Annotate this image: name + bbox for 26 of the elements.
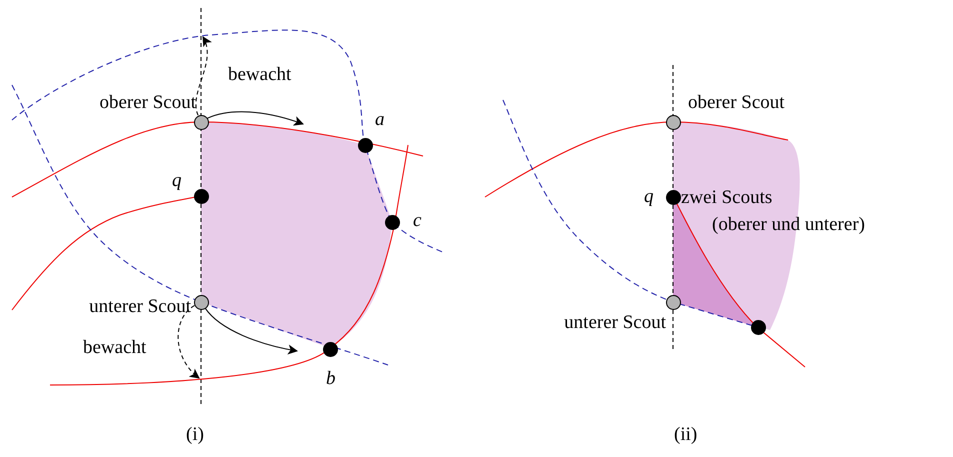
point-label: c bbox=[413, 211, 422, 230]
panel-label: (ii) bbox=[674, 425, 698, 444]
point-label: q bbox=[644, 187, 654, 206]
edge-label: bewacht bbox=[228, 65, 292, 84]
arrow bbox=[206, 111, 304, 126]
scout-point bbox=[194, 114, 208, 130]
point bbox=[358, 138, 372, 152]
arrow bbox=[195, 36, 212, 116]
scout-label: zwei Scouts bbox=[681, 188, 772, 207]
scout-label: (oberer und unterer) bbox=[712, 215, 865, 234]
point bbox=[194, 188, 208, 204]
point-label: q bbox=[172, 171, 182, 190]
scout-label: unterer Scout bbox=[564, 313, 666, 332]
point bbox=[666, 190, 680, 204]
scout-point bbox=[666, 114, 680, 130]
point-label: b bbox=[326, 369, 336, 388]
point-label: a bbox=[375, 110, 384, 129]
scout-label: oberer Scout bbox=[99, 93, 196, 112]
arrow bbox=[178, 305, 200, 379]
edge-label: bewacht bbox=[83, 338, 146, 357]
scout-label: oberer Scout bbox=[688, 93, 785, 112]
scout-point bbox=[666, 294, 680, 310]
scout-label: unterer Scout bbox=[89, 297, 191, 316]
scout-point bbox=[194, 294, 208, 310]
arrow bbox=[204, 308, 298, 354]
panel-label: (i) bbox=[186, 425, 204, 444]
